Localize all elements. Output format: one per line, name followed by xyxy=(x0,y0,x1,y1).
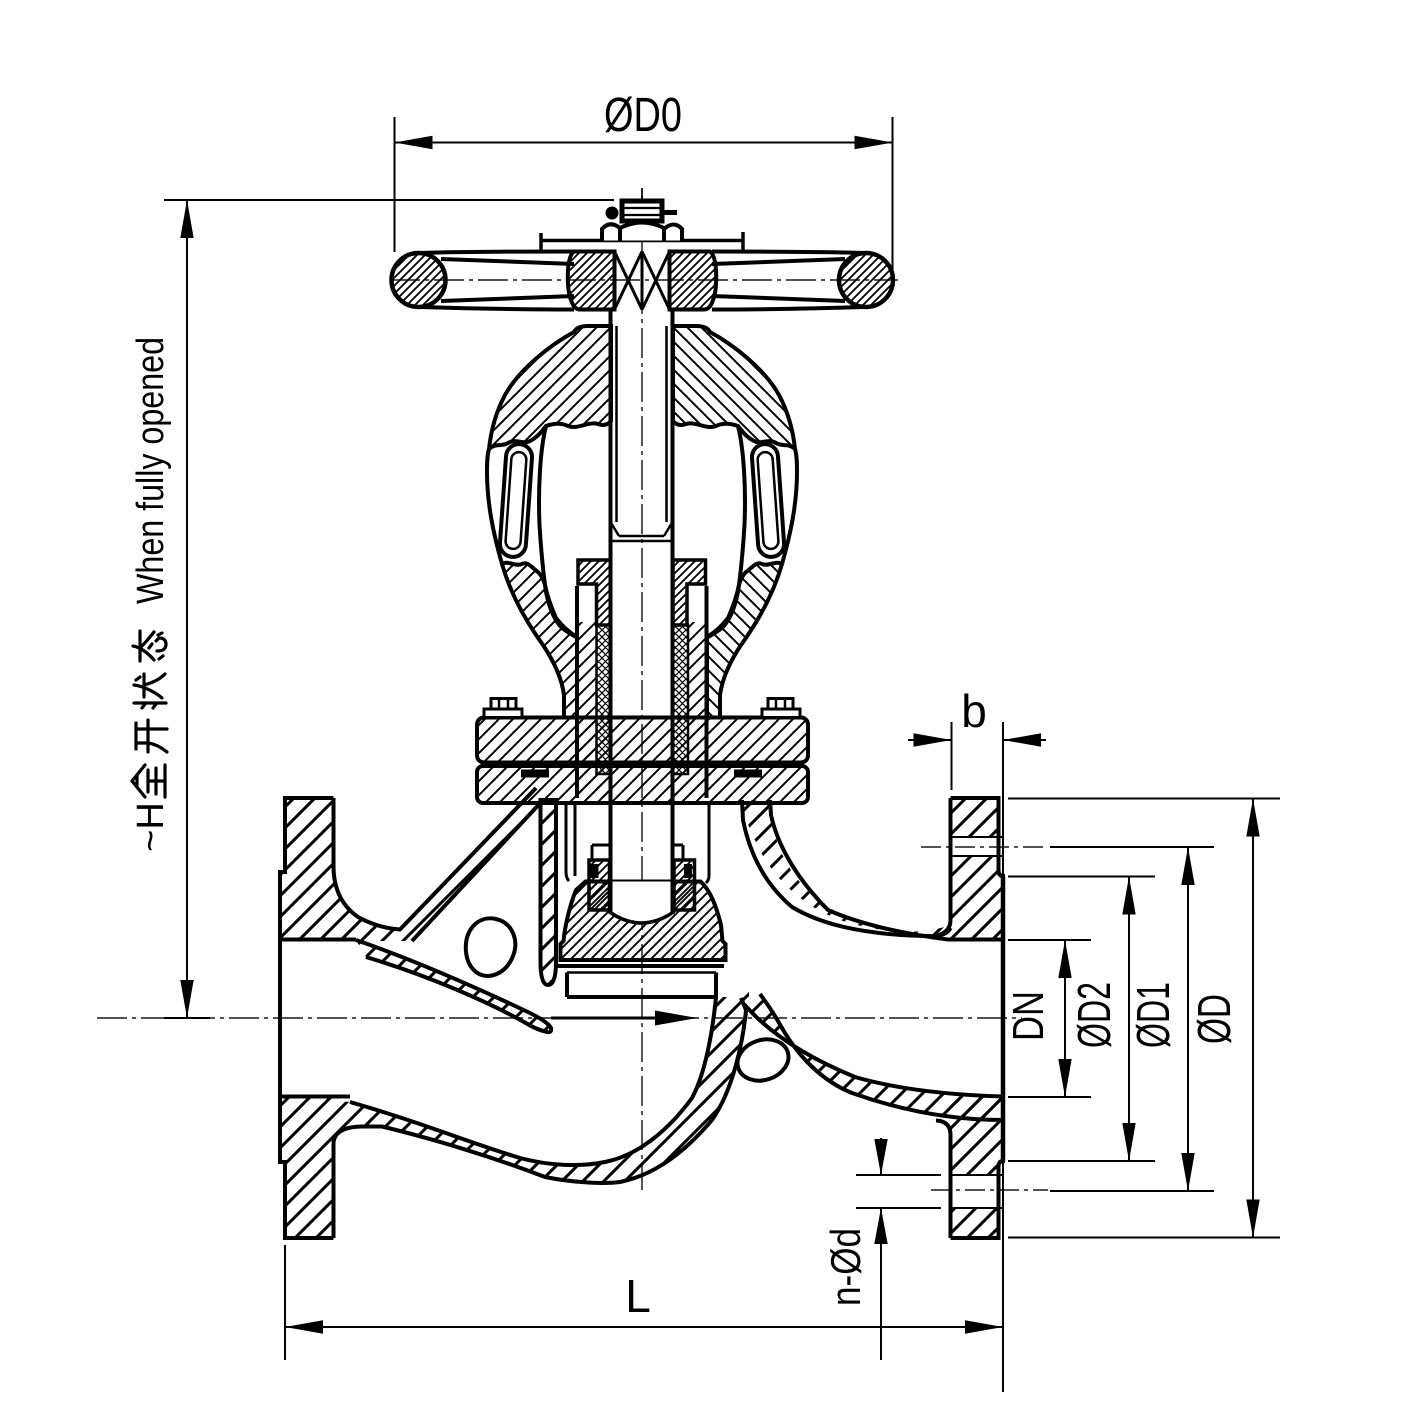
svg-text:b: b xyxy=(961,685,987,737)
svg-text:ØD0: ØD0 xyxy=(604,89,682,142)
svg-text:ØD1: ØD1 xyxy=(1127,982,1179,1048)
svg-text:DN: DN xyxy=(1004,991,1053,1041)
svg-text:L: L xyxy=(625,1270,651,1322)
svg-text:n-Ød: n-Ød xyxy=(822,1228,869,1306)
svg-text:When fully opened: When fully opened xyxy=(130,337,172,604)
svg-text:~H: ~H xyxy=(130,802,172,852)
svg-text:ØD: ØD xyxy=(1188,994,1240,1044)
svg-text:ØD2: ØD2 xyxy=(1068,982,1120,1048)
